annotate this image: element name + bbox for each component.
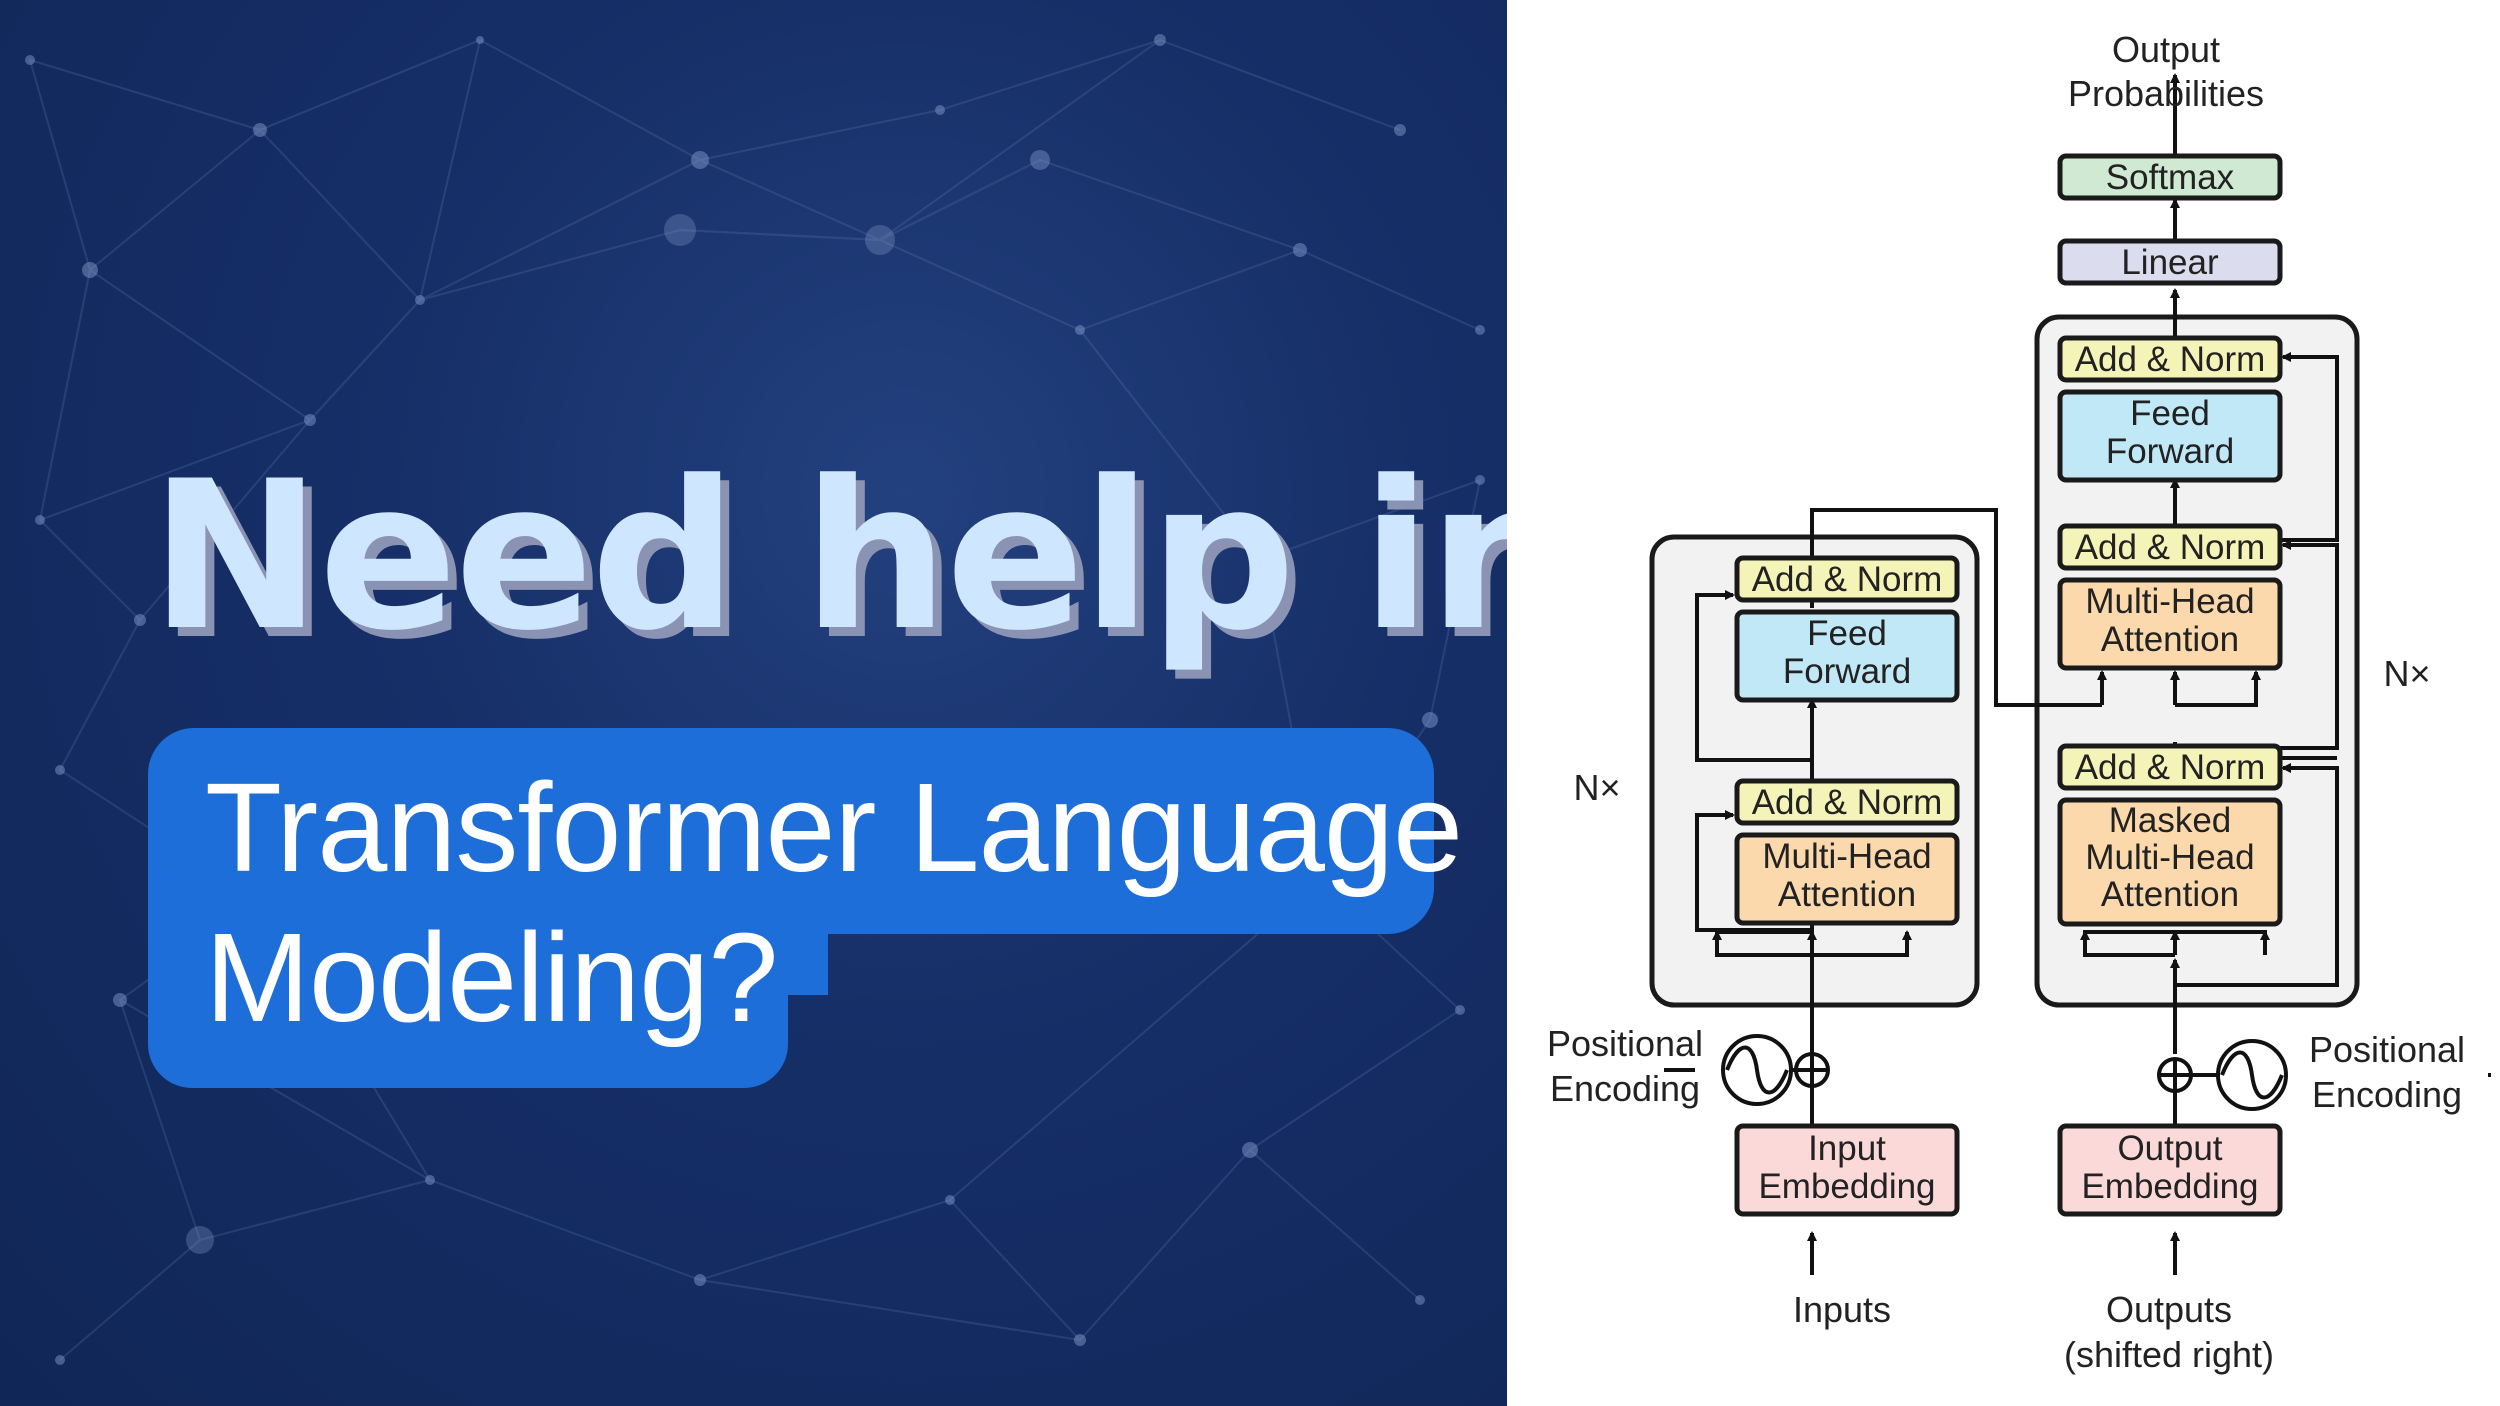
output-embedding: Output Embedding (2057, 1123, 2283, 1217)
transformer-architecture-diagram: Add & Norm Feed Forward Add & Norm Multi… (1547, 29, 2491, 1375)
encoder-attention-line-2: Attention (1778, 875, 1916, 914)
input-embedding-line-1: Input (1808, 1129, 1886, 1168)
encoder-add-norm-bottom-label: Add & Norm (1752, 783, 1943, 822)
encoder-add-norm-bottom: Add & Norm (1734, 778, 1960, 826)
decoder-attention-line-2: Attention (2101, 620, 2239, 659)
promo-panel: Need help in Transformer Language Modeli… (0, 0, 1507, 1406)
encoder-positional-encoding-icon (1721, 1034, 1793, 1106)
decoder-add-norm-middle-label: Add & Norm (2075, 528, 2266, 567)
masked-multi-head-attention: Masked Multi-Head Attention (2057, 797, 2283, 927)
decoder-positional-encoding-icon (2216, 1039, 2288, 1111)
encoder-add-norm-top: Add & Norm (1734, 555, 1960, 603)
encoder-add-icon (1794, 1052, 1830, 1088)
input-embedding: Input Embedding (1734, 1123, 1960, 1217)
decoder-feed-forward-line-1: Feed (2130, 394, 2210, 433)
decoder-positional-encoding-line-1: Positional (2309, 1029, 2465, 1070)
masked-attention-line-1: Masked (2109, 801, 2232, 840)
input-embedding-line-2: Embedding (1758, 1167, 1935, 1206)
decoder-feed-forward-line-2: Forward (2106, 432, 2234, 471)
decoder-feed-forward: Feed Forward (2057, 389, 2283, 483)
decoder-positional-encoding-line-2: Encoding (2312, 1074, 2462, 1115)
decoder-add-norm-bottom: Add & Norm (2057, 743, 2283, 791)
decoder-multi-head-attention: Multi-Head Attention (2057, 577, 2283, 671)
decoder-add-norm-top: Add & Norm (2057, 335, 2283, 383)
decoder-attention-line-1: Multi-Head (2085, 582, 2254, 621)
masked-attention-line-2: Multi-Head (2085, 838, 2254, 877)
encoder-positional-encoding-line-2: Encoding (1550, 1068, 1700, 1109)
output-embedding-line-2: Embedding (2081, 1167, 2258, 1206)
softmax-layer: Softmax (2057, 153, 2283, 201)
encoder-nx-label: N× (1573, 767, 1620, 808)
network-background (25, 34, 1485, 1365)
decoder-add-norm-top-label: Add & Norm (2075, 340, 2266, 379)
encoder-attention-line-1: Multi-Head (1762, 837, 1931, 876)
decoder-add-norm-middle: Add & Norm (2057, 523, 2283, 571)
decoder-add-norm-bottom-label: Add & Norm (2075, 748, 2266, 787)
encoder-stack (1649, 534, 1980, 1008)
encoder-add-norm-top-label: Add & Norm (1752, 560, 1943, 599)
encoder-feed-forward-line-1: Feed (1807, 614, 1887, 653)
subheadline-line-1: Transformer Language (205, 757, 1463, 898)
encoder-feed-forward-line-2: Forward (1783, 652, 1911, 691)
output-embedding-line-1: Output (2117, 1129, 2222, 1168)
linear-layer: Linear (2057, 238, 2283, 286)
encoder-multi-head-attention: Multi-Head Attention (1734, 832, 1960, 926)
headline: Need help in (150, 438, 1507, 676)
encoder-feed-forward: Feed Forward (1734, 609, 1960, 703)
softmax-label: Softmax (2106, 158, 2235, 197)
subheadline-line-2: Modeling? (205, 907, 778, 1048)
outputs-line-2: (shifted right) (2064, 1334, 2274, 1375)
speech-bubble-curve (788, 934, 868, 1014)
linear-label: Linear (2121, 243, 2219, 282)
masked-attention-line-3: Attention (2101, 875, 2239, 914)
output-probabilities-line-2: Probabilities (2068, 73, 2264, 114)
outputs-line-1: Outputs (2106, 1289, 2232, 1330)
speech-bubble-joint (748, 915, 828, 995)
encoder-positional-encoding-line-1: Positional (1547, 1023, 1703, 1064)
output-probabilities-line-1: Output (2112, 29, 2220, 70)
decoder-add-icon (2157, 1057, 2193, 1093)
transformer-diagram-panel: Add & Norm Feed Forward Add & Norm Multi… (1507, 0, 2500, 1406)
inputs-label: Inputs (1793, 1289, 1891, 1330)
decoder-nx-label: N× (2383, 653, 2430, 694)
speech-bubble-tail (148, 880, 788, 1088)
